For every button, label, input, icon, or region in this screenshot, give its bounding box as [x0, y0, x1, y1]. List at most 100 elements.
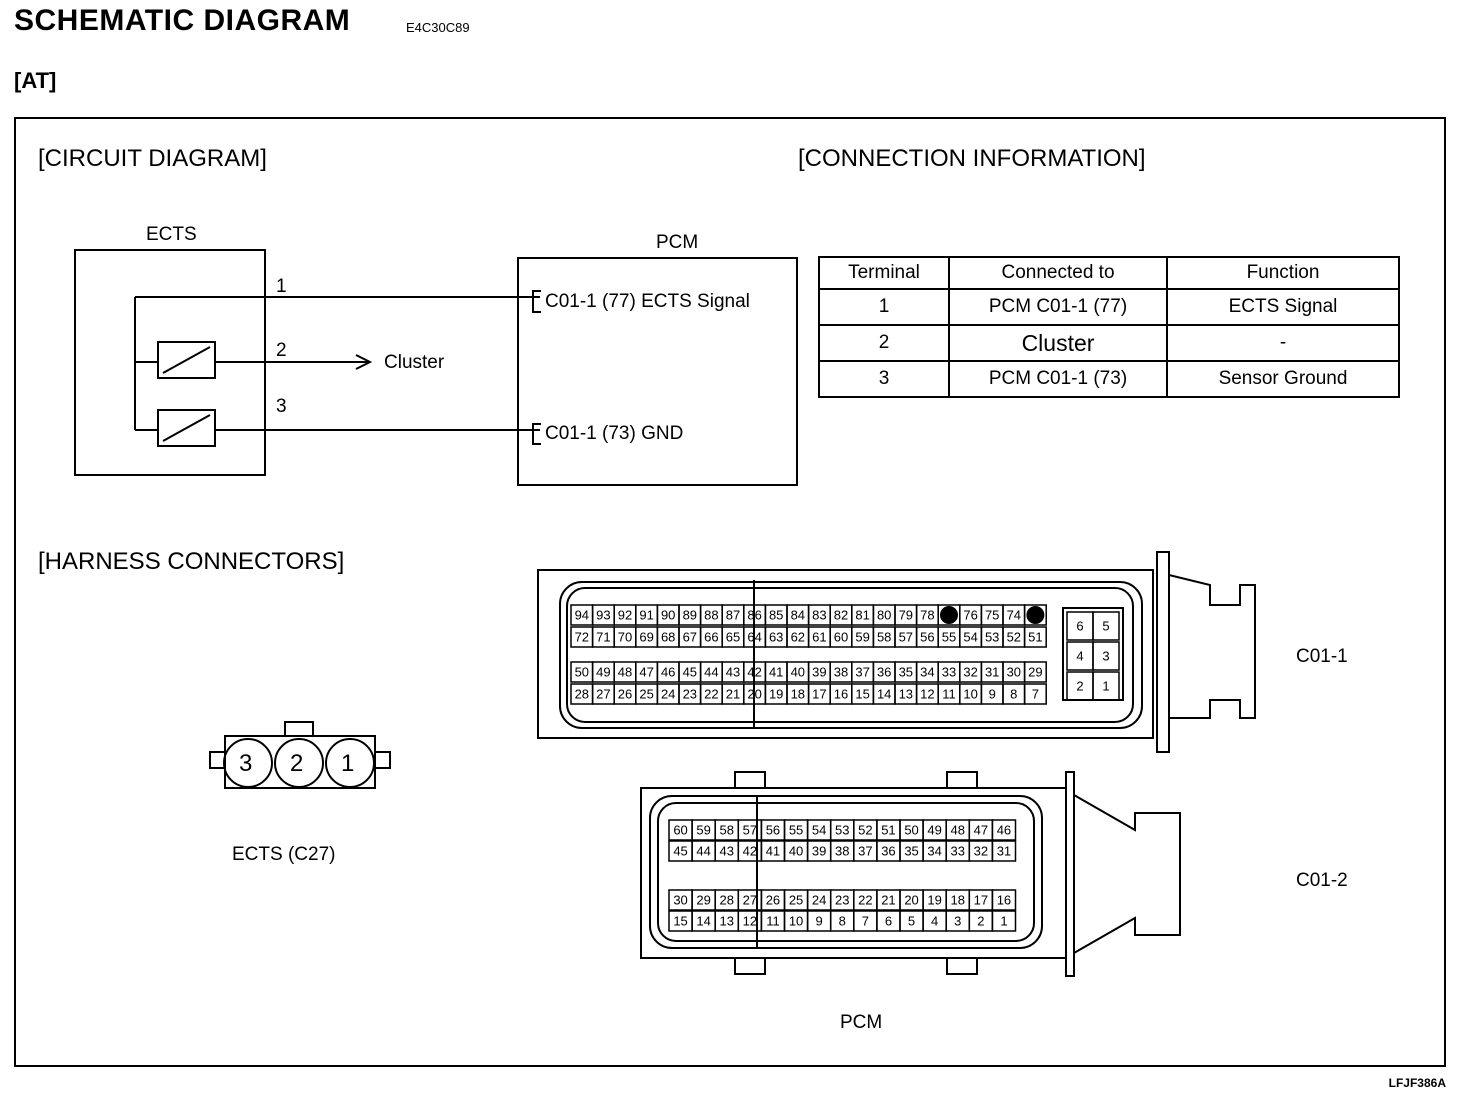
pin-number: 30 [1007, 665, 1021, 680]
pin-number: 4 [1076, 649, 1083, 664]
pin-number: 52 [1007, 630, 1021, 645]
pin-number: 27 [596, 687, 610, 702]
pin-number: 72 [575, 630, 589, 645]
pin-number: 66 [704, 630, 718, 645]
cluster-label: Cluster [384, 352, 445, 373]
pin-number: 55 [789, 823, 803, 838]
pin-number: 53 [985, 630, 999, 645]
pin-number: 6 [885, 914, 892, 929]
pin-number: 51 [881, 823, 895, 838]
pin-1-label: 1 [276, 276, 287, 297]
pin-number: 32 [974, 844, 988, 859]
pin-number: 19 [927, 893, 941, 908]
pin-number: 70 [618, 630, 632, 645]
pin-number: 7 [862, 914, 869, 929]
pin-number: 87 [726, 608, 740, 623]
pin-number: 78 [920, 608, 934, 623]
pin-number: 25 [789, 893, 803, 908]
pin-number: 81 [855, 608, 869, 623]
pin-number: 14 [696, 914, 710, 929]
pin-number: 30 [673, 893, 687, 908]
pin-number: 51 [1028, 630, 1042, 645]
pin-number: 16 [997, 893, 1011, 908]
pin-number: 83 [812, 608, 826, 623]
pin-2-label: 2 [276, 340, 287, 361]
pin-number: 10 [963, 687, 977, 702]
ects-label: ECTS [146, 224, 197, 245]
pin-cell [991, 840, 1017, 862]
pin-number: 32 [963, 665, 977, 680]
table-header: Function [1166, 256, 1400, 290]
figure-reference: LFJF386A [1388, 1076, 1446, 1090]
pin-number: 37 [855, 665, 869, 680]
connection-info-heading: [CONNECTION INFORMATION] [798, 145, 1146, 172]
pin-number: 56 [766, 823, 780, 838]
sensor-element-1 [157, 341, 216, 379]
pin-number: 24 [812, 893, 826, 908]
pin-number: 1 [1000, 914, 1007, 929]
pin-number: 67 [683, 630, 697, 645]
pin-number: 22 [704, 687, 718, 702]
pin-number: 1 [1102, 679, 1109, 694]
pin-number: 91 [639, 608, 653, 623]
pin-number: 13 [720, 914, 734, 929]
pin-number: 26 [618, 687, 632, 702]
ects-pin-label: 2 [290, 750, 304, 777]
blank-pin-marker [1026, 606, 1045, 624]
pin-cell [991, 819, 1017, 841]
pin-number: 46 [661, 665, 675, 680]
pin-number: 11 [766, 914, 780, 929]
table-row: 1 PCM C01-1 (77) ECTS Signal [818, 288, 1400, 326]
pin-number: 9 [989, 687, 996, 702]
pin-number: 50 [575, 665, 589, 680]
diagram-frame [14, 117, 1446, 1067]
table-row: 3 PCM C01-1 (73) Sensor Ground [818, 360, 1400, 398]
ects-c27-connector [209, 721, 391, 789]
pin-number: 46 [997, 823, 1011, 838]
sensor-element-2 [157, 409, 216, 447]
pin-number: 3 [954, 914, 961, 929]
pin-number: 52 [858, 823, 872, 838]
pin-cell [991, 910, 1017, 932]
pin-number: 29 [696, 893, 710, 908]
pin-number: 36 [881, 844, 895, 859]
pin-number: 33 [942, 665, 956, 680]
table-cell: ECTS Signal [1166, 288, 1400, 326]
pin-number: 79 [899, 608, 913, 623]
pin-number: 43 [726, 665, 740, 680]
ects-connector-label: ECTS (C27) [232, 844, 336, 865]
pin-number: 41 [769, 665, 783, 680]
pin-number: 39 [812, 665, 826, 680]
pin-number: 89 [683, 608, 697, 623]
table-header: Connected to [948, 256, 1168, 290]
pin-number: 45 [673, 844, 687, 859]
pin-number: 49 [927, 823, 941, 838]
pin-number: 13 [899, 687, 913, 702]
pin-number: 84 [791, 608, 805, 623]
pin-number: 31 [997, 844, 1011, 859]
pin-number: 60 [834, 630, 848, 645]
pin-number: 14 [877, 687, 891, 702]
table-cell: 3 [818, 360, 950, 398]
pin-number: 64 [747, 630, 761, 645]
pin-number: 11 [942, 687, 956, 702]
pin-number: 18 [951, 893, 965, 908]
pin-number: 36 [877, 665, 891, 680]
pin-number: 23 [835, 893, 849, 908]
pin-number: 69 [639, 630, 653, 645]
document-code: E4C30C89 [406, 20, 470, 35]
pin-number: 49 [596, 665, 610, 680]
pin-number: 42 [747, 665, 761, 680]
pin-number: 45 [683, 665, 697, 680]
pin-number: 17 [812, 687, 826, 702]
pin-number: 37 [858, 844, 872, 859]
pin-number: 19 [769, 687, 783, 702]
pin-number: 44 [696, 844, 710, 859]
pin-number: 44 [704, 665, 718, 680]
pin-number: 12 [920, 687, 934, 702]
pin-number: 54 [963, 630, 977, 645]
table-cell: PCM C01-1 (77) [948, 288, 1168, 326]
pin-number: 28 [720, 893, 734, 908]
